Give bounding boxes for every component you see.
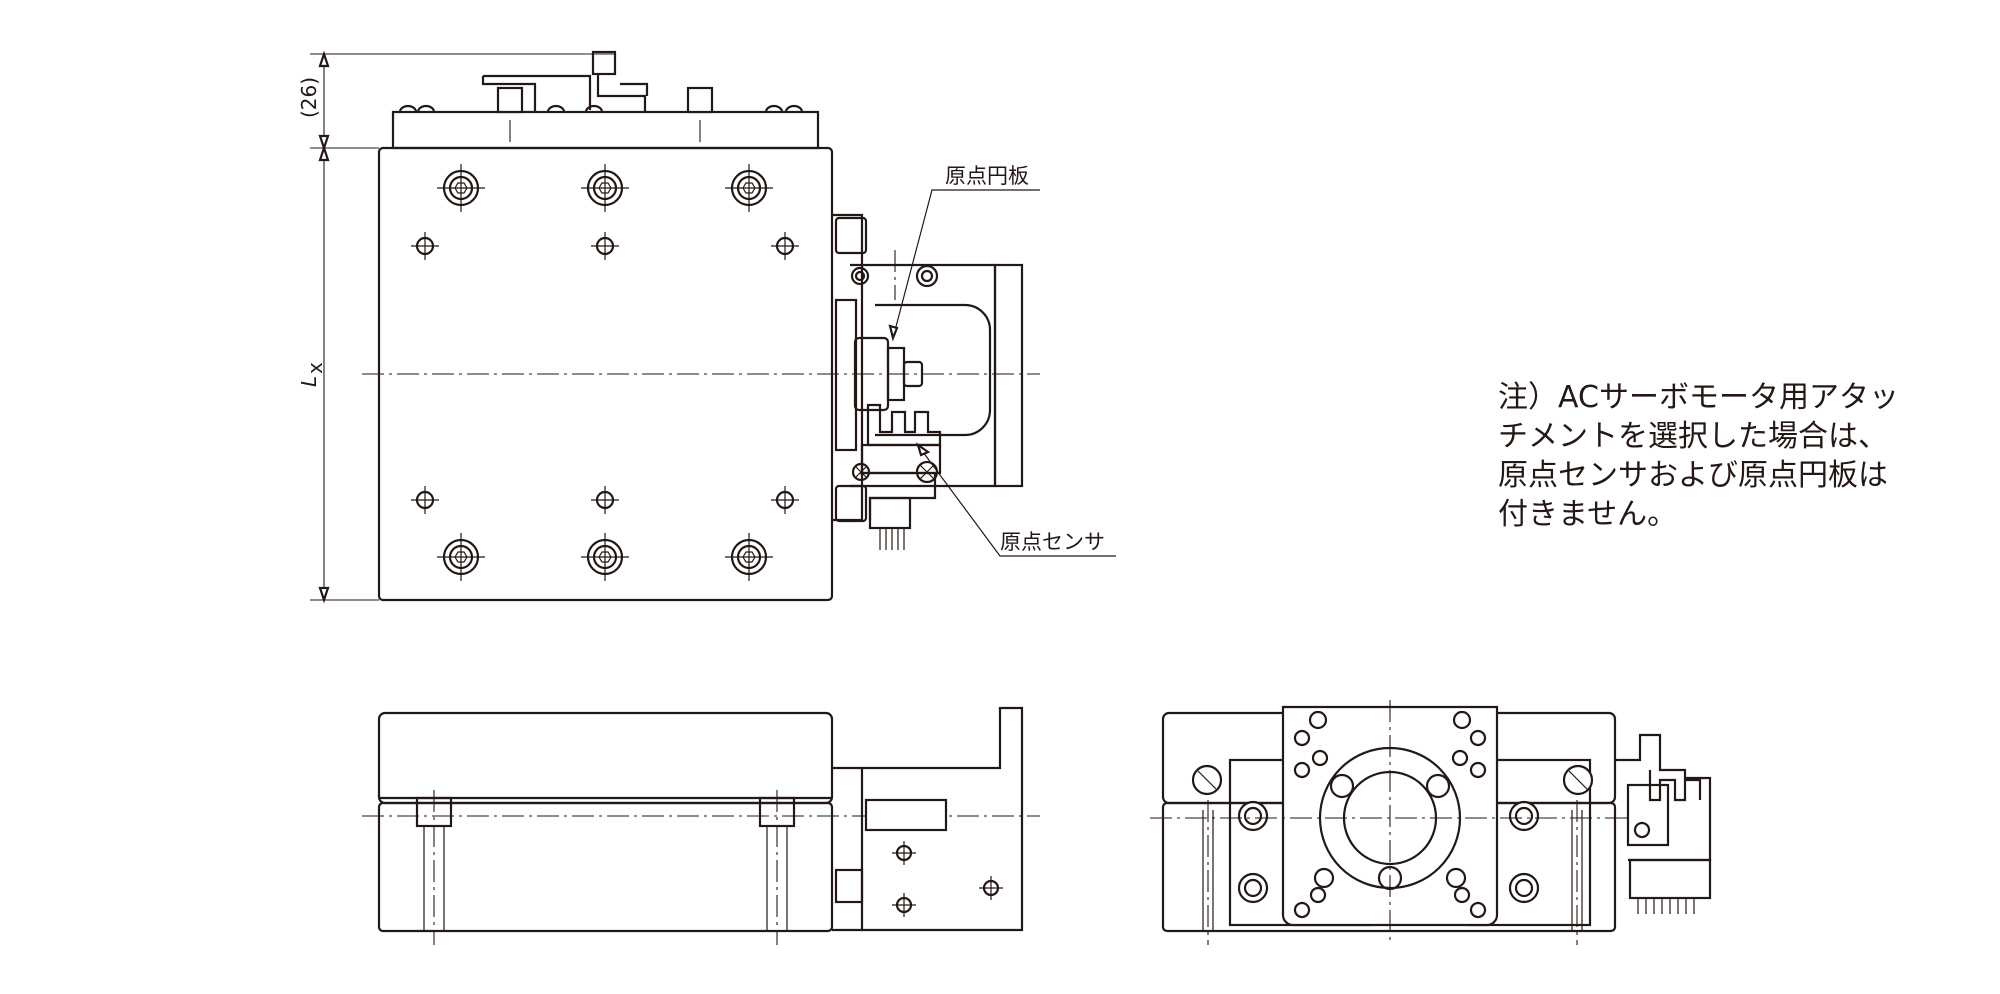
length-symbol: L bbox=[297, 376, 321, 387]
motor-attachment bbox=[832, 213, 1024, 550]
note-line: 原点センサおよび原点円板は bbox=[1498, 458, 1888, 493]
tapped-holes bbox=[411, 232, 799, 514]
origin-sensor-leader bbox=[919, 447, 1116, 557]
dimension-lines bbox=[310, 50, 615, 604]
note-line: 付きません。 bbox=[1498, 497, 1678, 532]
top-bolt bbox=[591, 50, 617, 76]
length-subscript: x bbox=[303, 362, 327, 374]
flange-bolts bbox=[1293, 710, 1487, 919]
arrowhead bbox=[888, 324, 899, 342]
bolt-holes bbox=[437, 164, 773, 581]
front-base bbox=[377, 801, 834, 933]
top-block-right bbox=[686, 86, 714, 114]
top-bracket bbox=[481, 74, 592, 112]
note-line: 注）ACサーボモータ用アタッ bbox=[1498, 380, 1899, 415]
note-line: チメントを選択した場合は、 bbox=[1498, 419, 1888, 454]
origin-sensor-label: 原点センサ bbox=[1000, 530, 1105, 554]
top-block-left bbox=[496, 86, 524, 114]
length-dimension-label: L x bbox=[297, 362, 327, 387]
arrowhead bbox=[916, 442, 931, 457]
top-screw-heads bbox=[398, 104, 804, 113]
sensor-bracket bbox=[1615, 733, 1712, 862]
height-dimension-label: (26) bbox=[297, 77, 321, 118]
side-view bbox=[1150, 700, 1712, 945]
front-upper-table bbox=[377, 711, 834, 805]
top-view: (26) L x 原点円板 原点センサ bbox=[297, 50, 1116, 604]
front-view bbox=[362, 706, 1040, 945]
attachment-note: 注）ACサーボモータ用アタッ チメントを選択した場合は、 原点センサおよび原点円… bbox=[1498, 378, 1918, 534]
top-cover-plate bbox=[391, 110, 820, 150]
origin-disc-label: 原点円板 bbox=[945, 164, 1029, 188]
top-bracket-arm bbox=[596, 74, 649, 112]
origin-disc-leader bbox=[892, 189, 1040, 339]
